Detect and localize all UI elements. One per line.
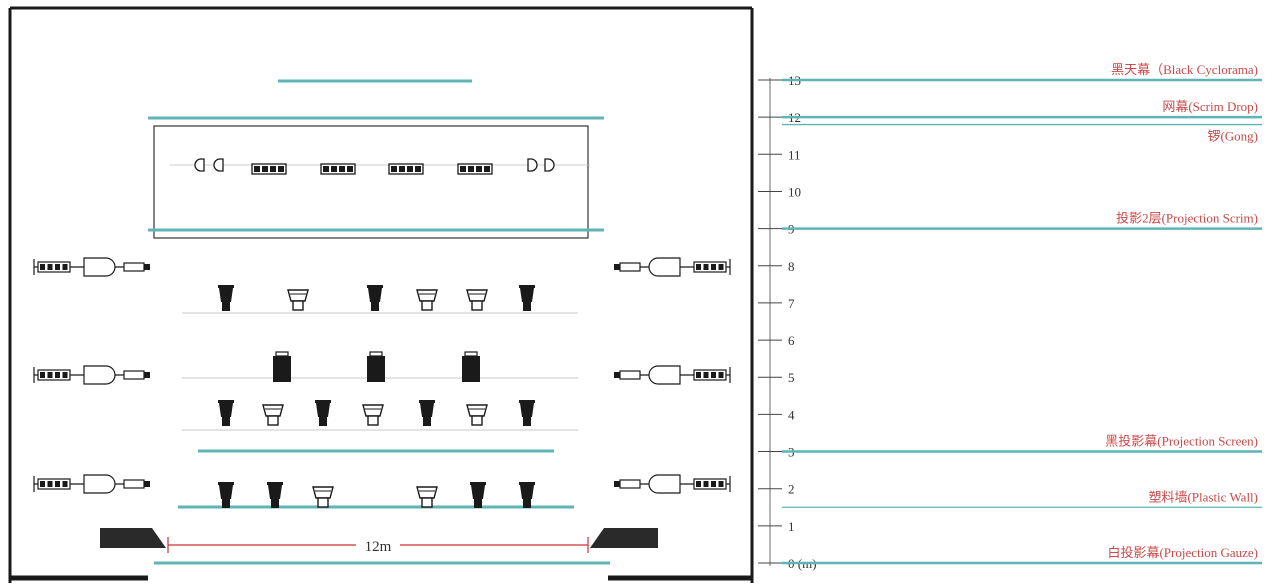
moving-head-fixture xyxy=(267,482,283,508)
scale-tick-label: 8 xyxy=(788,259,795,274)
wash-fixture xyxy=(416,486,438,508)
scale-tick-label: 7 xyxy=(788,296,795,311)
moving-head-fixture xyxy=(419,400,435,426)
wash-fixture xyxy=(312,486,334,508)
side-boom-light xyxy=(33,257,150,277)
truss-light-bar xyxy=(251,163,287,175)
meter-scale: 0 (m)12345678910111213 xyxy=(758,73,817,571)
proscenium-left-block xyxy=(100,528,166,548)
side-boom-light xyxy=(33,365,150,385)
truss-d-light xyxy=(527,158,538,172)
moving-head-fixture xyxy=(218,400,234,426)
wash-fixture xyxy=(287,289,309,311)
scale-tick-label: 2 xyxy=(788,482,795,497)
moving-head-fixture xyxy=(218,285,234,311)
projection-gauze-label: 白投影幕(Projection Gauze) xyxy=(1107,545,1258,560)
moving-head-fixture xyxy=(470,482,486,508)
fixtures-layer xyxy=(33,158,731,508)
scale-tick-label: 4 xyxy=(788,407,795,422)
truss-light-bar xyxy=(457,163,493,175)
moving-head-fixture xyxy=(218,482,234,508)
curtain-lines xyxy=(148,79,610,565)
scrim-drop-label: 网幕(Scrim Drop) xyxy=(1162,99,1258,114)
proscenium-right-block xyxy=(590,528,658,548)
moving-head-fixture xyxy=(519,285,535,311)
stage-outline xyxy=(8,6,754,583)
scale-tick-label: 6 xyxy=(788,333,795,348)
gong-label: 锣(Gong) xyxy=(1207,129,1258,144)
upstage-truss-box xyxy=(153,125,589,239)
wash-fixture xyxy=(416,289,438,311)
width-dimension: 12m xyxy=(167,537,589,555)
wash-fixture xyxy=(466,289,488,311)
projection-scrim-label: 投影2层(Projection Scrim) xyxy=(1116,211,1258,226)
side-boom-light xyxy=(33,474,150,494)
truss-d-light xyxy=(213,158,224,172)
speaker-cabinet xyxy=(273,351,291,382)
wash-fixture xyxy=(262,404,284,426)
speaker-cabinet xyxy=(367,351,385,382)
wash-fixture xyxy=(362,404,384,426)
truss-light-bar xyxy=(320,163,356,175)
projection-screen-label: 黑投影幕(Projection Screen) xyxy=(1105,434,1258,449)
side-boom-light xyxy=(614,365,731,385)
layer-labels: 黑天幕（Black Cyclorama) 网幕(Scrim Drop) 锣(Gong… xyxy=(782,62,1262,565)
truss-d-light xyxy=(544,158,555,172)
moving-head-fixture xyxy=(315,400,331,426)
moving-head-fixture xyxy=(519,400,535,426)
truss-d-light xyxy=(194,158,205,172)
truss-light-bar xyxy=(388,163,424,175)
plastic-wall-label: 塑料墙(Plastic Wall) xyxy=(1148,489,1258,504)
scale-tick-label: 1 xyxy=(788,519,795,534)
speaker-cabinet xyxy=(462,351,480,382)
moving-head-fixture xyxy=(519,482,535,508)
moving-head-fixture xyxy=(367,285,383,311)
width-dimension-label: 12m xyxy=(365,539,392,555)
wash-fixture xyxy=(466,404,488,426)
scale-tick-label: 10 xyxy=(788,184,801,199)
scale-tick-label: 5 xyxy=(788,370,795,385)
side-boom-light xyxy=(614,257,731,277)
scale-tick-label: 11 xyxy=(788,147,801,162)
black-cyclorama-label: 黑天幕（Black Cyclorama) xyxy=(1111,62,1258,77)
side-boom-light xyxy=(614,474,731,494)
